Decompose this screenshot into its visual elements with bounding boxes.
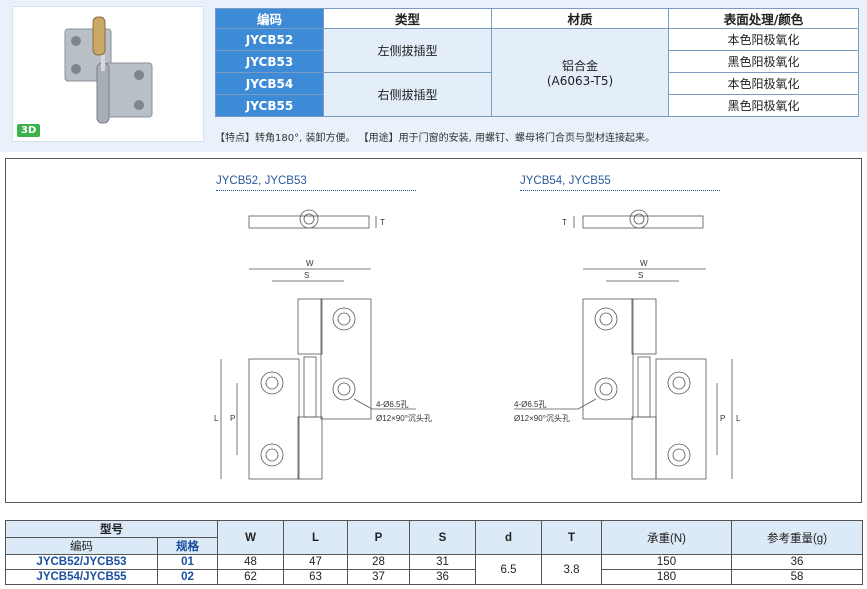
dimensions-table: 型号 W L P S d T 承重(N) 参考重量(g) 编码 规格 JYCB5… (5, 520, 863, 585)
col-t-header: T (541, 520, 602, 555)
row-load: 180 (601, 569, 732, 585)
material-grade: (A6063-T5) (546, 74, 614, 88)
code-header: 编码 (5, 537, 158, 555)
row-t: 3.8 (541, 554, 602, 585)
row-p: 28 (347, 554, 410, 570)
row-code[interactable]: JYCB52/JYCB53 (5, 554, 158, 570)
row-s: 36 (409, 569, 476, 585)
left-drawing-title: JYCB52, JYCB53 (216, 175, 307, 187)
col-s-header: S (409, 520, 476, 555)
product-photo: 3D (12, 6, 204, 142)
spec-type: 右侧拔插型 (323, 72, 492, 117)
col-weight-header: 参考重量(g) (731, 520, 863, 555)
hinge-image (64, 16, 153, 124)
product-header: 3D 编码 类型 材质 表面处理/颜色 JYCB52 左侧拔插型 铝合金 (A6… (0, 0, 867, 152)
right-dim-w: W (640, 259, 648, 268)
left-dim-l: L (214, 414, 219, 423)
left-dim-w: W (306, 259, 314, 268)
right-dim-t: T (562, 218, 567, 227)
col-l-header: L (283, 520, 348, 555)
row-weight: 58 (731, 569, 863, 585)
hinge-drawing-svg: W S L P T 4-Ø6.5孔 Ø12×90°沉头孔 W S L P T 4… (214, 209, 741, 480)
row-spec: 01 (157, 554, 218, 570)
row-w: 48 (217, 554, 284, 570)
row-p: 37 (347, 569, 410, 585)
spec-table: 编码 类型 材质 表面处理/颜色 JYCB52 左侧拔插型 铝合金 (A6063… (215, 8, 859, 117)
spec-code[interactable]: JYCB54 (215, 72, 324, 95)
right-dim-p: P (720, 414, 725, 423)
right-drawing-title: JYCB54, JYCB55 (520, 175, 611, 187)
3d-badge[interactable]: 3D (17, 124, 41, 137)
col-d-header: d (475, 520, 542, 555)
row-code[interactable]: JYCB54/JYCB55 (5, 569, 158, 585)
right-dim-l: L (736, 414, 741, 423)
features-text: 【特点】转角180°, 装卸方便。 【用途】用于门窗的安装, 用螺钉、螺母将门合… (215, 133, 655, 144)
spec-header-code: 编码 (215, 8, 324, 29)
row-weight: 36 (731, 554, 863, 570)
spec-finish: 黑色阳极氧化 (668, 50, 859, 73)
spec-code[interactable]: JYCB55 (215, 94, 324, 117)
table-row: JYCB52/JYCB53 01 48 47 28 31 6.5 3.8 150… (5, 554, 863, 585)
col-w-header: W (217, 520, 284, 555)
left-dim-t: T (380, 218, 385, 227)
table-row: JYCB54/JYCB55 02 62 63 37 36 180 58 (5, 569, 863, 585)
right-hole-note-1: 4-Ø6.5孔 (514, 400, 546, 409)
spec-finish: 黑色阳极氧化 (668, 94, 859, 117)
row-l: 47 (283, 554, 348, 570)
row-l: 63 (283, 569, 348, 585)
left-dim-s: S (304, 271, 309, 280)
spec-code[interactable]: JYCB53 (215, 50, 324, 73)
spec-type: 左侧拔插型 (323, 28, 492, 73)
material-name: 铝合金 (561, 59, 598, 73)
spec-header-material: 材质 (491, 8, 669, 29)
left-dim-p: P (230, 414, 235, 423)
spec-material: 铝合金 (A6063-T5) (491, 28, 669, 117)
left-hole-note-2: Ø12×90°沉头孔 (376, 413, 432, 423)
left-hole-note-1: 4-Ø6.5孔 (376, 400, 408, 409)
model-group-header: 型号 (5, 520, 218, 538)
row-w: 62 (217, 569, 284, 585)
technical-drawing: JYCB52, JYCB53 JYCB54, JYCB55 (5, 158, 862, 503)
spec-code[interactable]: JYCB52 (215, 28, 324, 51)
right-dim-s: S (638, 271, 643, 280)
col-p-header: P (347, 520, 410, 555)
spec-finish: 本色阳极氧化 (668, 72, 859, 95)
row-spec: 02 (157, 569, 218, 585)
spec-header: 规格 (157, 537, 218, 555)
row-load: 150 (601, 554, 732, 570)
row-d: 6.5 (475, 554, 542, 585)
spec-finish: 本色阳极氧化 (668, 28, 859, 51)
spec-header-finish: 表面处理/颜色 (668, 8, 859, 29)
row-s: 31 (409, 554, 476, 570)
right-hole-note-2: Ø12×90°沉头孔 (514, 413, 570, 423)
col-load-header: 承重(N) (601, 520, 732, 555)
spec-header-type: 类型 (323, 8, 492, 29)
